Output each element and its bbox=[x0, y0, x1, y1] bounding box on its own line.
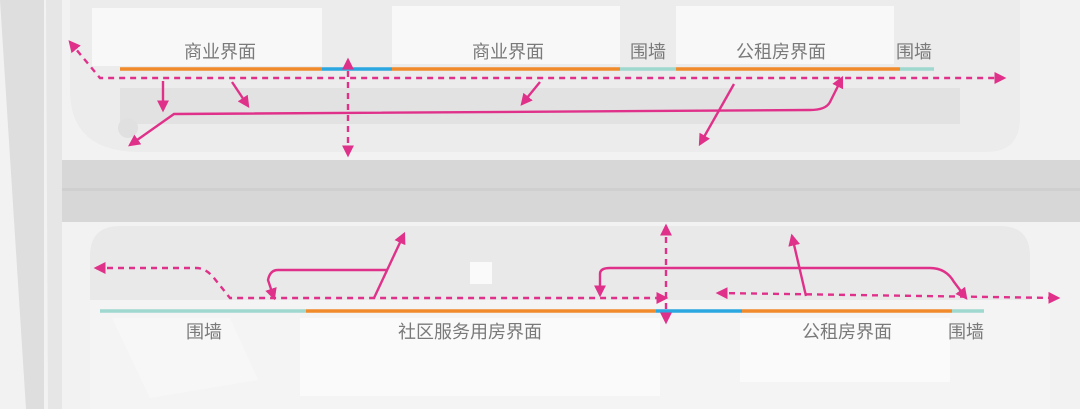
bottom-entry-arrow-2 bbox=[788, 233, 808, 297]
label-wall-bottom-left: 围墙 bbox=[186, 322, 222, 343]
label-community-service: 社区服务用房界面 bbox=[398, 322, 542, 343]
diagonal-road-edge bbox=[46, 0, 62, 409]
top-internal-flow bbox=[128, 75, 844, 147]
bottom-building-left bbox=[112, 318, 258, 398]
bottom-building-center bbox=[300, 318, 660, 396]
bottom-flows bbox=[93, 223, 1061, 325]
bottom-dashed-street-flow-left bbox=[93, 262, 669, 304]
bottom-entry-arrow-1 bbox=[372, 231, 406, 299]
bottom-block bbox=[90, 226, 1030, 300]
bottom-internal-flow-left bbox=[265, 268, 388, 301]
label-commercial-center: 商业界面 bbox=[472, 42, 544, 63]
label-wall-top-right: 围墙 bbox=[896, 42, 932, 63]
top-planter bbox=[118, 118, 138, 138]
label-wall-bottom-right: 围墙 bbox=[948, 322, 984, 343]
bottom-building-right bbox=[740, 318, 950, 382]
top-flows bbox=[68, 40, 1007, 158]
label-public-rental-bottom: 公租房界面 bbox=[802, 322, 892, 343]
top-entry-arrow-3 bbox=[520, 81, 541, 106]
label-wall-top-mid: 围墙 bbox=[630, 42, 666, 63]
top-exit-arrow bbox=[698, 83, 736, 147]
label-commercial-left: 商业界面 bbox=[184, 42, 256, 63]
road-centerline bbox=[62, 188, 1080, 191]
bottom-internal-flow-right bbox=[594, 266, 968, 300]
diagonal-road bbox=[0, 0, 44, 409]
bottom-kiosk bbox=[470, 262, 492, 284]
label-public-rental-top: 公租房界面 bbox=[736, 42, 826, 63]
